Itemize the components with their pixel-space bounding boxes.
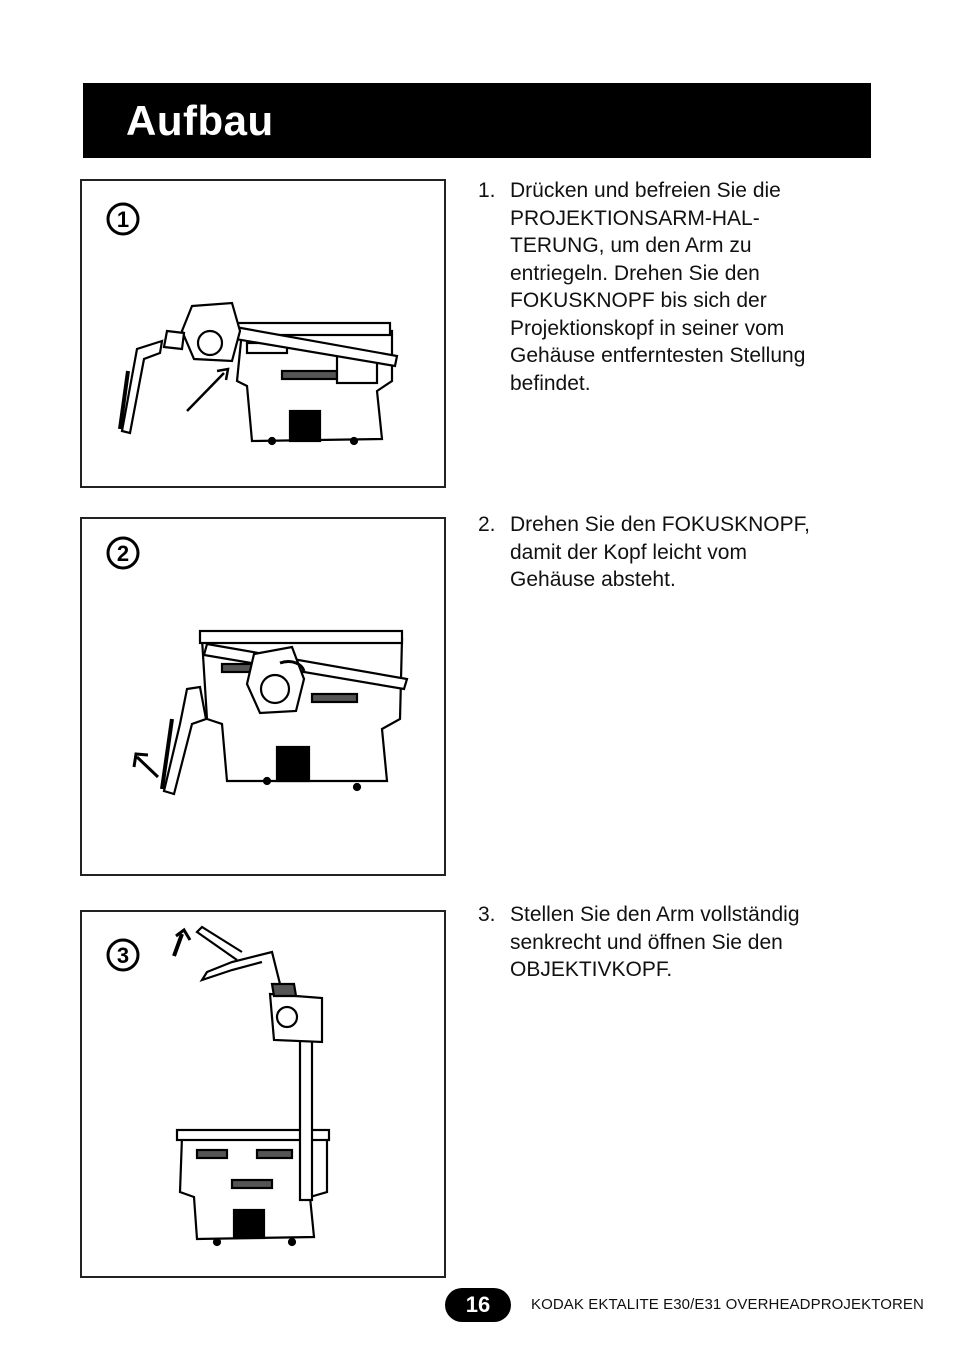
figure-step-2: 2	[80, 517, 446, 876]
step-number: 2.	[478, 513, 496, 536]
step-number: 1.	[478, 179, 496, 202]
projector-arm-upright-illustration: 3	[106, 925, 331, 1247]
step-badge-1: 1	[106, 202, 140, 236]
svg-text:2: 2	[117, 541, 129, 566]
page-title: Aufbau	[126, 97, 274, 144]
step-text: Drücken und befreien Sie die PROJEKTIONS…	[510, 179, 806, 395]
section-title-bar: Aufbau	[83, 83, 871, 158]
svg-text:1: 1	[117, 207, 129, 232]
step-number: 3.	[478, 903, 496, 926]
step-badge-2: 2	[106, 536, 140, 570]
step-text: Stellen Sie den Arm vollständig senkrech…	[510, 903, 800, 981]
svg-text:3: 3	[117, 943, 129, 968]
projector-arm-release-illustration: 1	[106, 202, 399, 446]
step-text: Drehen Sie den FOKUSKNOPF, damit der Kop…	[510, 513, 810, 591]
step-badge-3: 3	[106, 938, 140, 972]
projector-focus-knob-illustration: 2	[106, 536, 409, 796]
document-title: KODAK EKTALITE E30/E31 OVERHEADPROJEKTOR…	[531, 1296, 924, 1313]
figure-step-3: 3	[80, 910, 446, 1278]
figure-step-1: 1	[80, 179, 446, 488]
page-number: 16	[445, 1288, 511, 1322]
